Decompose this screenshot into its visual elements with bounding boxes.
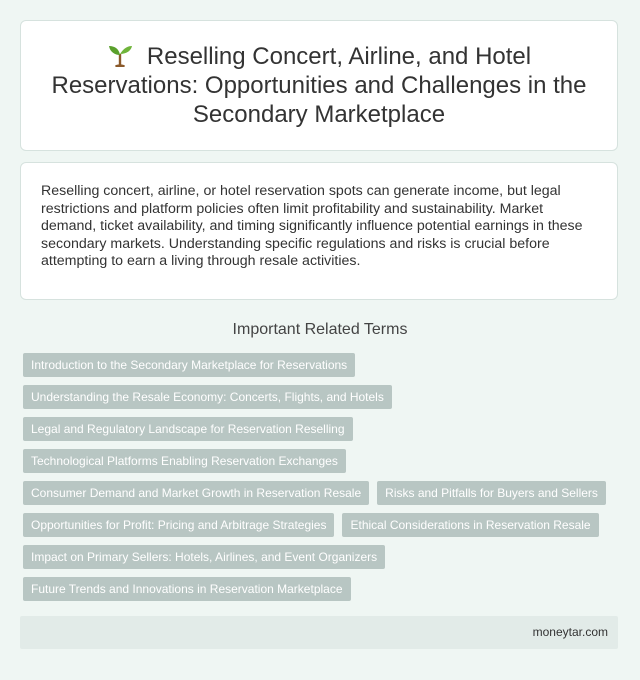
related-term-tag[interactable]: Introduction to the Secondary Marketplac…: [23, 353, 356, 377]
term-row: Future Trends and Innovations in Reserva…: [23, 577, 623, 601]
title-card: Reselling Concert, Airline, and Hotel Re…: [20, 20, 618, 151]
term-row: Introduction to the Secondary Marketplac…: [23, 353, 623, 377]
related-term-tag[interactable]: Risks and Pitfalls for Buyers and Seller…: [377, 481, 606, 505]
term-row: Impact on Primary Sellers: Hotels, Airli…: [23, 545, 623, 569]
footer-site[interactable]: moneytar.com: [532, 625, 608, 639]
related-term-tag[interactable]: Legal and Regulatory Landscape for Reser…: [23, 417, 353, 441]
related-term-tag[interactable]: Ethical Considerations in Reservation Re…: [342, 513, 599, 537]
term-row: Legal and Regulatory Landscape for Reser…: [23, 417, 623, 441]
page-title-text: Reselling Concert, Airline, and Hotel Re…: [51, 43, 587, 128]
summary-text: Reselling concert, airline, or hotel res…: [41, 183, 583, 269]
related-term-tag[interactable]: Impact on Primary Sellers: Hotels, Airli…: [23, 545, 386, 569]
related-term-tag[interactable]: Understanding the Resale Economy: Concer…: [23, 385, 392, 409]
related-terms-heading: Important Related Terms: [232, 321, 408, 338]
term-row: Understanding the Resale Economy: Concer…: [23, 385, 623, 409]
footer: moneytar.com: [20, 616, 618, 649]
related-terms-list: Introduction to the Secondary Marketplac…: [23, 353, 623, 609]
term-row: Opportunities for Profit: Pricing and Ar…: [23, 513, 623, 537]
related-term-tag[interactable]: Future Trends and Innovations in Reserva…: [23, 577, 351, 601]
term-row: Technological Platforms Enabling Reserva…: [23, 449, 623, 473]
related-term-tag[interactable]: Opportunities for Profit: Pricing and Ar…: [23, 513, 335, 537]
page-title: Reselling Concert, Airline, and Hotel Re…: [51, 42, 587, 129]
term-row: Consumer Demand and Market Growth in Res…: [23, 481, 623, 505]
sprout-icon: [108, 46, 132, 67]
summary-card: Reselling concert, airline, or hotel res…: [20, 162, 618, 300]
related-term-tag[interactable]: Technological Platforms Enabling Reserva…: [23, 449, 346, 473]
related-term-tag[interactable]: Consumer Demand and Market Growth in Res…: [23, 481, 370, 505]
